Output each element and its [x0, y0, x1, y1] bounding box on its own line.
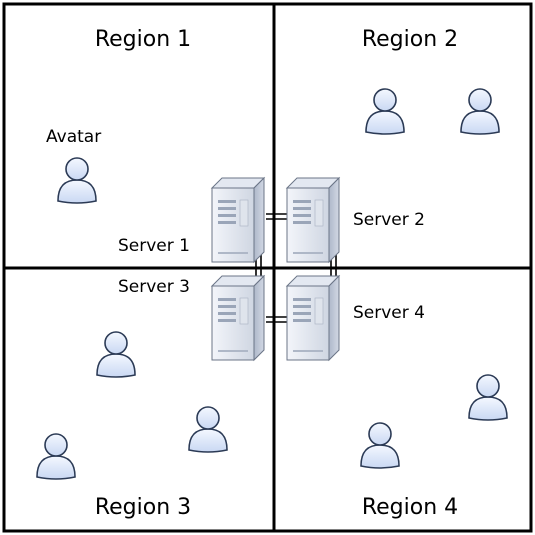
avatar-icon	[365, 88, 405, 135]
avatar-label: Avatar	[46, 127, 101, 147]
avatar-icon	[57, 157, 97, 204]
avatar-icon	[36, 433, 76, 480]
avatar-icon	[468, 374, 508, 421]
server-1-label: Server 1	[118, 236, 190, 256]
link-server-1-server-2	[266, 213, 288, 220]
region-4-area	[272, 266, 533, 533]
avatar-icon	[96, 331, 136, 378]
region-1-label: Region 1	[95, 27, 191, 52]
server-4-label: Server 4	[353, 303, 425, 323]
server-1-icon	[211, 177, 265, 263]
avatar-icon	[188, 406, 228, 453]
avatar-icon	[460, 88, 500, 135]
server-2-icon	[286, 177, 340, 263]
avatar-icon	[360, 422, 400, 469]
server-4-icon	[286, 275, 340, 361]
region-4-label: Region 4	[362, 495, 458, 520]
server-3-icon	[211, 275, 265, 361]
server-3-label: Server 3	[118, 277, 190, 297]
region-3-label: Region 3	[95, 495, 191, 520]
region-2-label: Region 2	[362, 27, 458, 52]
server-2-label: Server 2	[353, 210, 425, 230]
link-server-3-server-4	[266, 316, 288, 323]
